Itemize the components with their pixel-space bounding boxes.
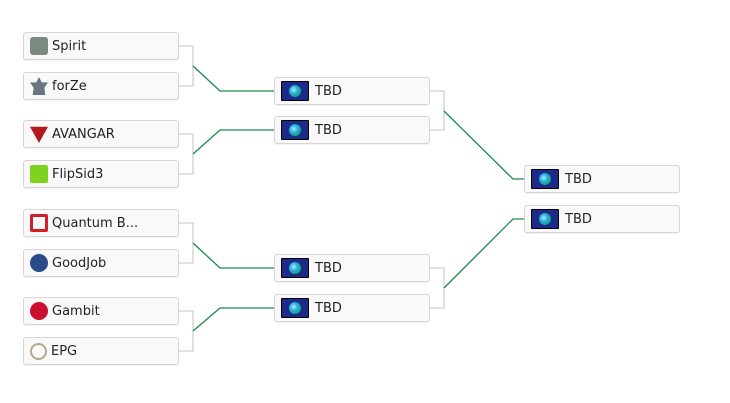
advance-line (192, 129, 274, 155)
spirit-logo-icon (30, 37, 48, 55)
team-slot-tbd[interactable]: TBD (274, 116, 430, 144)
advance-line (443, 110, 524, 180)
avangar-logo-icon (30, 126, 48, 143)
team-slot-avangar[interactable]: AVANGAR (23, 120, 179, 148)
tbd-globe-icon (531, 209, 559, 229)
bracket-connector (179, 133, 194, 175)
advance-line (192, 307, 274, 332)
tbd-globe-icon (281, 258, 309, 278)
tbd-globe-icon (531, 169, 559, 189)
team-slot-tbd[interactable]: TBD (524, 165, 680, 193)
epg-logo-icon (30, 342, 47, 360)
team-slot-goodjob[interactable]: GoodJob (23, 249, 179, 277)
bracket-connector (179, 45, 194, 87)
tbd-globe-icon (281, 120, 309, 140)
bracket-connector (430, 90, 445, 131)
gambit-logo-icon (30, 302, 48, 320)
bracket-connector (179, 310, 194, 352)
tbd-globe-icon (281, 298, 309, 318)
advance-line (192, 242, 274, 269)
team-slot-forze[interactable]: forZe (23, 72, 179, 100)
advance-line (443, 218, 524, 289)
bracket-connector (430, 267, 445, 309)
team-slot-tbd[interactable]: TBD (274, 294, 430, 322)
goodjob-logo-icon (30, 254, 48, 272)
team-slot-tbd[interactable]: TBD (274, 254, 430, 282)
team-slot-tbd[interactable]: TBD (274, 77, 430, 105)
forze-logo-icon (30, 77, 48, 95)
team-slot-spirit[interactable]: Spirit (23, 32, 179, 60)
advance-line (192, 65, 274, 92)
bracket-connector (179, 222, 194, 264)
quantum-logo-icon (30, 214, 48, 232)
team-slot-tbd[interactable]: TBD (524, 205, 680, 233)
tbd-globe-icon (281, 81, 309, 101)
team-slot-quantum[interactable]: Quantum B... (23, 209, 179, 237)
team-slot-epg[interactable]: EPG (23, 337, 179, 365)
flipsid3-logo-icon (30, 165, 48, 183)
team-slot-gambit[interactable]: Gambit (23, 297, 179, 325)
team-slot-flipsid3[interactable]: FlipSid3 (23, 160, 179, 188)
